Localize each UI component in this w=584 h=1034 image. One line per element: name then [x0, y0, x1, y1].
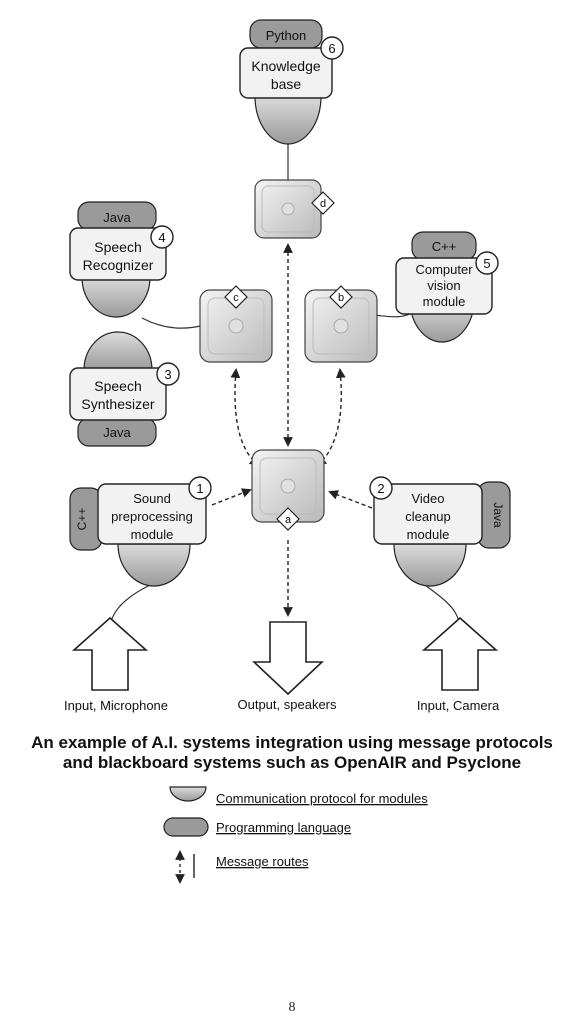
svg-text:4: 4	[158, 230, 165, 245]
language-label: Java	[103, 210, 131, 225]
module-number-badge	[369, 476, 393, 500]
protocol-dome	[83, 331, 153, 371]
speech-synthesizer-module: Java Speech Synthesizer 3	[69, 331, 180, 447]
legend-routes-label: Message routes	[216, 854, 309, 869]
module-box	[395, 257, 493, 315]
module-label: module	[423, 294, 466, 309]
blackboard-tag	[224, 285, 248, 309]
module-label: preprocessing	[111, 509, 193, 524]
module-label: module	[131, 527, 174, 542]
route-b-a	[316, 368, 346, 467]
protocol-dome	[81, 276, 151, 318]
module-label: Video	[411, 491, 444, 506]
module-box	[69, 367, 167, 421]
language-label: Java	[103, 425, 131, 440]
speech-recognizer-module: Java Speech Recognizer 4	[69, 201, 174, 318]
blackboard-d: d	[254, 179, 335, 239]
svg-text:2: 2	[377, 481, 384, 496]
svg-text:6: 6	[328, 41, 335, 56]
output-speakers-arrow	[251, 621, 325, 696]
module-number-badge	[156, 362, 180, 386]
route-video-a	[328, 490, 373, 509]
blackboard-b: b	[304, 285, 378, 363]
svg-text:d: d	[320, 198, 326, 210]
svg-text:a: a	[285, 514, 292, 526]
protocol-dome	[254, 95, 322, 145]
svg-text:5: 5	[483, 256, 490, 271]
blackboard-tag	[329, 285, 353, 309]
svg-text:3: 3	[164, 367, 171, 382]
io-label-output-speakers: Output, speakers	[238, 697, 337, 712]
module-label: Sound	[133, 491, 171, 506]
video-cleanup-module: Java Video cleanup module 2	[369, 476, 511, 587]
page-number: 8	[288, 1000, 296, 1015]
module-label: vision	[427, 278, 460, 293]
module-number-badge	[320, 36, 344, 60]
module-number-badge	[475, 251, 499, 275]
input-camera-arrow	[421, 616, 499, 691]
module-label: module	[407, 527, 450, 542]
language-label: C++	[432, 239, 457, 254]
module-label: Knowledge	[251, 58, 320, 74]
blackboard-c: c	[199, 285, 273, 363]
route-sound-a	[211, 488, 252, 506]
language-label: C++	[75, 508, 89, 531]
module-label: Synthesizer	[81, 396, 154, 412]
protocol-dome	[117, 543, 191, 587]
module-box	[97, 483, 207, 545]
module-label: Computer	[415, 262, 473, 277]
legend: Communication protocol for modules Progr…	[163, 786, 428, 884]
module-box	[239, 47, 333, 99]
module-box	[373, 483, 483, 545]
caption-line-2: and blackboard systems such as OpenAIR a…	[62, 753, 522, 772]
computer-vision-module: C++ Computer vision module 5	[395, 231, 499, 343]
knowledge-base-module: Python Knowledge base 6	[239, 19, 344, 145]
module-box	[69, 227, 167, 281]
language-label: Python	[266, 28, 306, 43]
legend-routes-icon	[175, 850, 195, 884]
module-label: Speech	[94, 239, 141, 255]
legend-protocol-label: Communication protocol for modules	[216, 791, 428, 806]
blackboard-a: a	[251, 449, 325, 531]
io-label-input-microphone: Input, Microphone	[64, 698, 168, 713]
input-microphone-arrow	[71, 616, 149, 691]
svg-text:c: c	[233, 292, 239, 304]
legend-language-label: Programming language	[216, 820, 351, 835]
svg-text:b: b	[338, 292, 344, 304]
language-label: Java	[491, 502, 505, 528]
module-label: cleanup	[405, 509, 451, 524]
svg-text:1: 1	[196, 481, 203, 496]
module-label: base	[271, 76, 302, 92]
module-number-badge	[188, 476, 212, 500]
io-label-input-camera: Input, Camera	[417, 698, 500, 713]
blackboard-tag	[276, 507, 300, 531]
route-c-a	[230, 368, 260, 467]
module-label: Recognizer	[83, 257, 154, 273]
caption-line-1: An example of A.I. systems integration u…	[31, 733, 553, 752]
legend-language-icon	[163, 817, 209, 837]
module-number-badge	[150, 225, 174, 249]
blackboard-tag	[311, 191, 335, 215]
sound-preprocessing-module: C++ Sound preprocessing module 1	[69, 476, 212, 587]
protocol-dome	[393, 543, 467, 587]
module-label: Speech	[94, 378, 141, 394]
legend-protocol-icon	[169, 786, 207, 802]
